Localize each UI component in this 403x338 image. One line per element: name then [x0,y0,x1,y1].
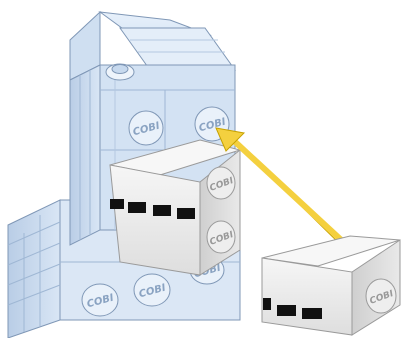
brand-stud-icon: COBI [129,111,163,145]
brand-stud-icon: COBI [207,221,235,253]
loose-white-wall-piece: COBI [262,236,400,335]
window-slot [153,205,171,216]
brand-stud-icon: COBI [134,274,170,306]
window-slot [263,298,271,310]
window-slot [277,305,296,316]
brand-stud-icon: COBI [82,284,118,316]
window-slot [177,208,195,219]
brand-stud-icon: COBI [207,167,235,199]
brand-stud-icon: COBI [366,279,396,313]
window-slot [302,308,322,319]
window-slot [110,199,124,209]
window-slot [128,202,146,213]
